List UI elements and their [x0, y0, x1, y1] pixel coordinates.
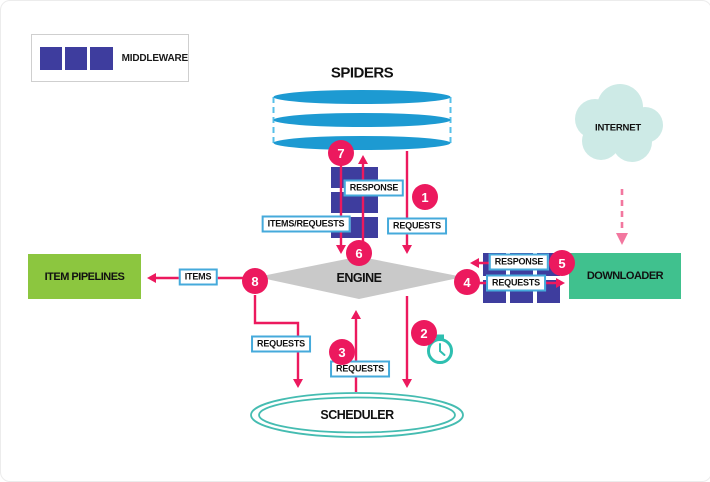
step-badge-4: 4	[454, 269, 480, 295]
step-badge-6: 6	[346, 240, 372, 266]
scheduler-title: SCHEDULER	[320, 408, 394, 422]
legend-label: MIDDLEWARE	[121, 52, 189, 64]
spiders-disk-stack	[272, 90, 452, 150]
flow-label-requests-from-spiders: REQUESTS	[387, 217, 447, 235]
middleware-swatch-icon	[40, 46, 63, 70]
downloader-node: DOWNLOADER	[569, 253, 681, 299]
spiders-title: SPIDERS	[330, 64, 394, 82]
item-pipelines-title: ITEM PIPELINES	[44, 270, 125, 283]
step-badge-8: 8	[242, 268, 268, 294]
downloader-title: DOWNLOADER	[586, 270, 664, 282]
middleware-swatch-icon	[65, 46, 88, 70]
arrow-internet-to-downloader	[616, 189, 628, 245]
flow-label-requests-to-downloader: REQUESTS	[486, 274, 546, 292]
engine-title: ENGINE	[336, 271, 382, 285]
spider-disk	[273, 136, 451, 150]
middleware-swatch-icon	[90, 46, 113, 70]
flow-label-items: ITEMS	[178, 268, 218, 286]
stopwatch-icon	[427, 334, 453, 364]
internet-title: INTERNET	[595, 122, 641, 134]
internet-cloud-icon	[575, 84, 663, 162]
item-pipelines-node: ITEM PIPELINES	[28, 254, 141, 299]
flow-label-requests-from-scheduler: REQUESTS	[330, 360, 390, 378]
middleware-legend: MIDDLEWARE	[31, 34, 189, 82]
flow-label-response-to-spiders: RESPONSE	[343, 179, 405, 197]
step-badge-1: 1	[412, 184, 438, 210]
spider-disk	[273, 90, 451, 104]
engine-diamond	[257, 256, 463, 299]
step-badge-7: 7	[328, 140, 354, 166]
step-badge-5: 5	[549, 250, 575, 276]
step-badge-3: 3	[329, 339, 355, 365]
flow-label-requests-to-scheduler: REQUESTS	[251, 335, 311, 353]
step-badge-2: 2	[411, 320, 437, 346]
flow-arrowheads	[147, 155, 565, 388]
spider-disk	[273, 113, 451, 127]
scheduler-ellipse	[250, 392, 464, 438]
flow-label-items-requests: ITEMS/REQUESTS	[261, 215, 351, 233]
flow-label-response-from-downloader: RESPONSE	[488, 253, 550, 271]
